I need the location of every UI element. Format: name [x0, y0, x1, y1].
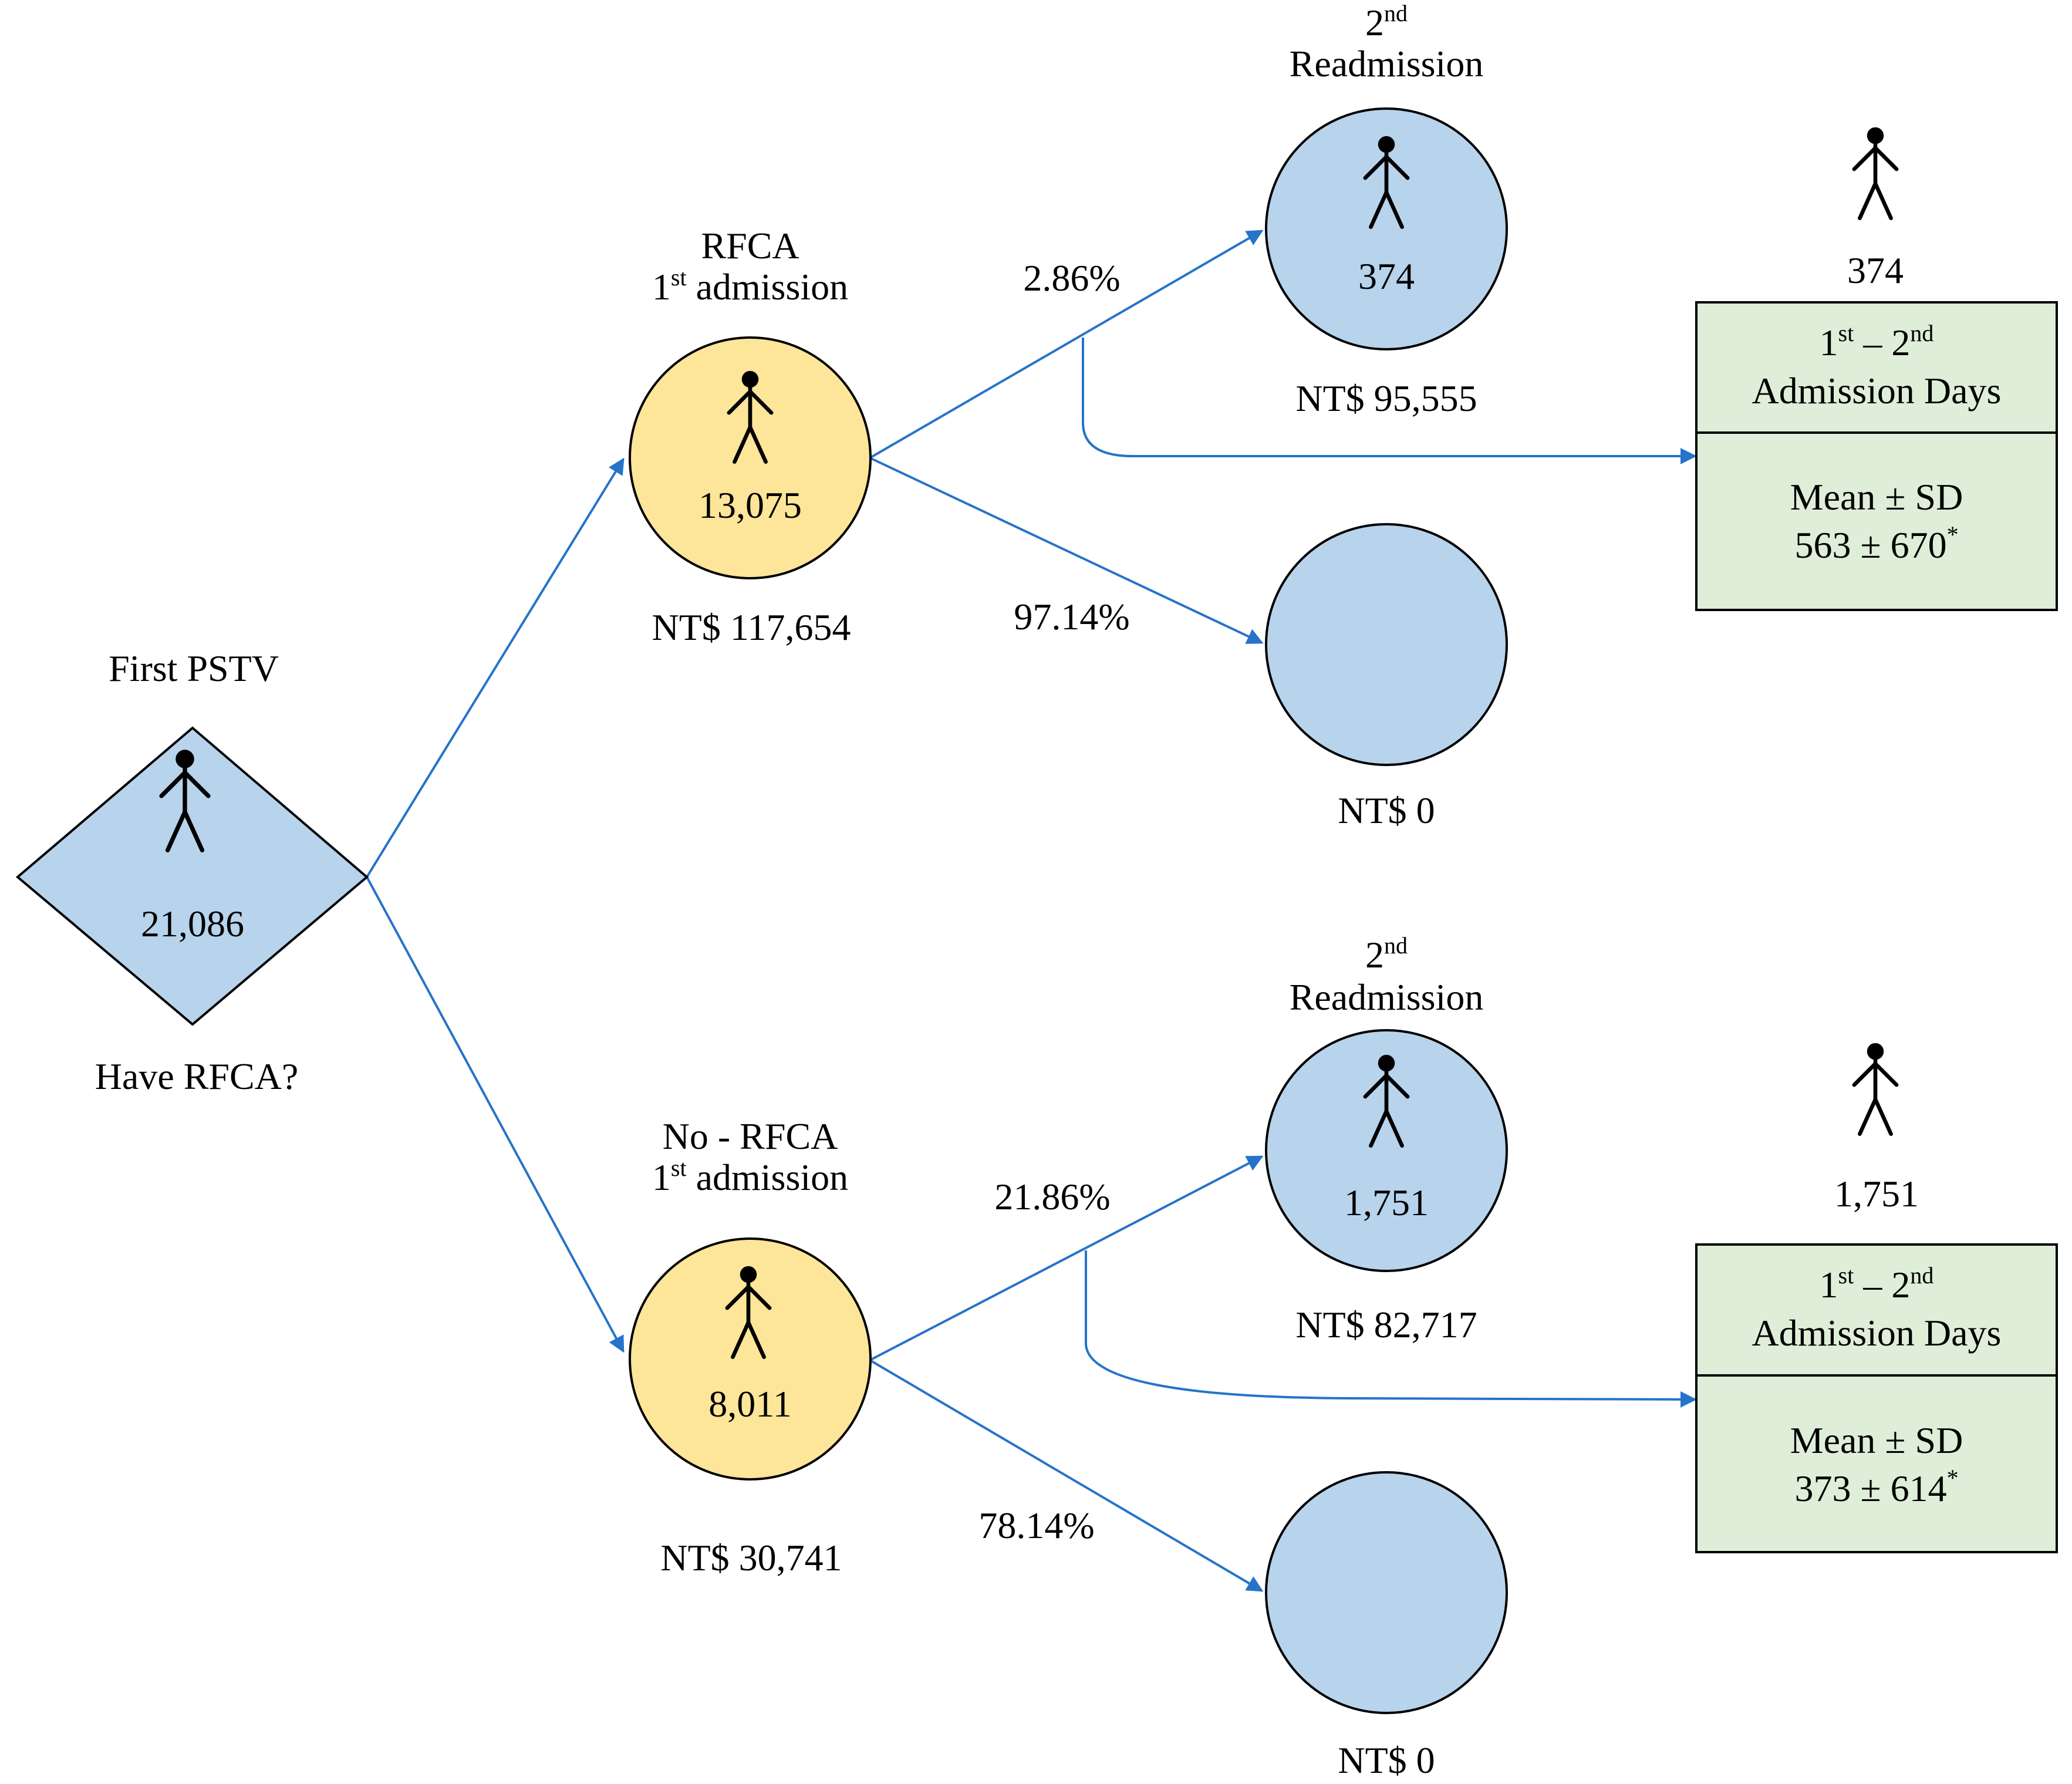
edge-no-rfca-to-no-readmission	[869, 1359, 1264, 1592]
admission-node	[629, 336, 872, 579]
admission-count: 8,011	[708, 1383, 792, 1425]
root-count: 21,086	[141, 903, 244, 945]
days-box-stat-value: 373 ± 614*	[1794, 1465, 1958, 1509]
person-icon	[1854, 1043, 1896, 1134]
readmission-count: 374	[1358, 255, 1415, 297]
edge-rfca-to-no-readmission	[869, 457, 1264, 644]
readmission-node	[1265, 107, 1508, 350]
readmission-title-line2: Readmission	[1290, 43, 1484, 85]
readmission-title-line1: 2nd	[1365, 932, 1408, 976]
admission-cost: NT$ 117,654	[652, 606, 851, 648]
admission-node	[629, 1237, 872, 1481]
edge-root-to-rfca	[366, 457, 625, 878]
branch-rfca: RFCA 1st admission 13,075 NT$ 117,654 2.…	[629, 0, 2058, 831]
days-box-stat-label: Mean ± SD	[1790, 476, 1963, 518]
days-box-header-line2: Admission Days	[1752, 1312, 2002, 1354]
edges	[366, 230, 1697, 1592]
readmission-title-line1: 2nd	[1365, 0, 1408, 43]
edge-rfca-to-days-box	[1082, 338, 1697, 464]
no-readmission-percent: 78.14%	[978, 1505, 1094, 1546]
edge-root-to-no-rfca	[366, 876, 625, 1353]
no-readmission-node	[1265, 523, 1508, 766]
no-readmission-node	[1265, 1471, 1508, 1714]
readmission-cost: NT$ 82,717	[1295, 1304, 1477, 1345]
branch-title-line1: No - RFCA	[663, 1115, 838, 1157]
days-box-header-line2: Admission Days	[1752, 370, 2002, 412]
no-readmission-cost: NT$ 0	[1338, 1739, 1435, 1781]
readmission-count: 1,751	[1344, 1182, 1429, 1223]
edge-rfca-to-readmission	[869, 230, 1264, 459]
admission-cost: NT$ 30,741	[660, 1537, 842, 1579]
branch-title-line2: 1st admission	[652, 264, 848, 308]
readmission-node	[1265, 1029, 1508, 1272]
summary-count: 1,751	[1834, 1173, 1919, 1215]
root-question: Have RFCA?	[95, 1055, 299, 1097]
no-readmission-percent: 97.14%	[1014, 596, 1129, 638]
admission-days-box: 1st – 2nd Admission Days Mean ± SD 373 ±…	[1695, 1243, 2058, 1553]
days-box-header-line1: 1st – 2nd	[1820, 1262, 1934, 1306]
readmission-percent: 2.86%	[1023, 257, 1120, 299]
readmission-cost: NT$ 95,555	[1295, 377, 1477, 419]
edge-no-rfca-to-days-box	[1085, 1250, 1697, 1408]
root-title: First PSTV	[109, 647, 279, 689]
person-icon	[1854, 127, 1896, 218]
branch-title-line2: 1st admission	[652, 1155, 848, 1198]
days-box-stat-value: 563 ± 670*	[1794, 521, 1958, 566]
root-diamond	[15, 726, 369, 1026]
readmission-percent: 21.86%	[994, 1176, 1110, 1218]
summary-count: 374	[1847, 249, 1904, 291]
edge-no-rfca-to-readmission	[869, 1155, 1264, 1361]
readmission-title-line2: Readmission	[1290, 976, 1484, 1018]
no-readmission-cost: NT$ 0	[1338, 790, 1435, 831]
root-node: First PSTV 21,086 Have RFCA?	[15, 647, 369, 1097]
admission-days-box: 1st – 2nd Admission Days Mean ± SD 563 ±…	[1695, 301, 2058, 611]
branch-no-rfca: No - RFCA 1st admission 8,011 NT$ 30,741…	[629, 932, 2058, 1781]
days-box-header-line1: 1st – 2nd	[1820, 320, 1934, 363]
days-box-stat-label: Mean ± SD	[1790, 1419, 1963, 1461]
admission-count: 13,075	[698, 484, 802, 526]
branch-title-line1: RFCA	[701, 225, 799, 267]
